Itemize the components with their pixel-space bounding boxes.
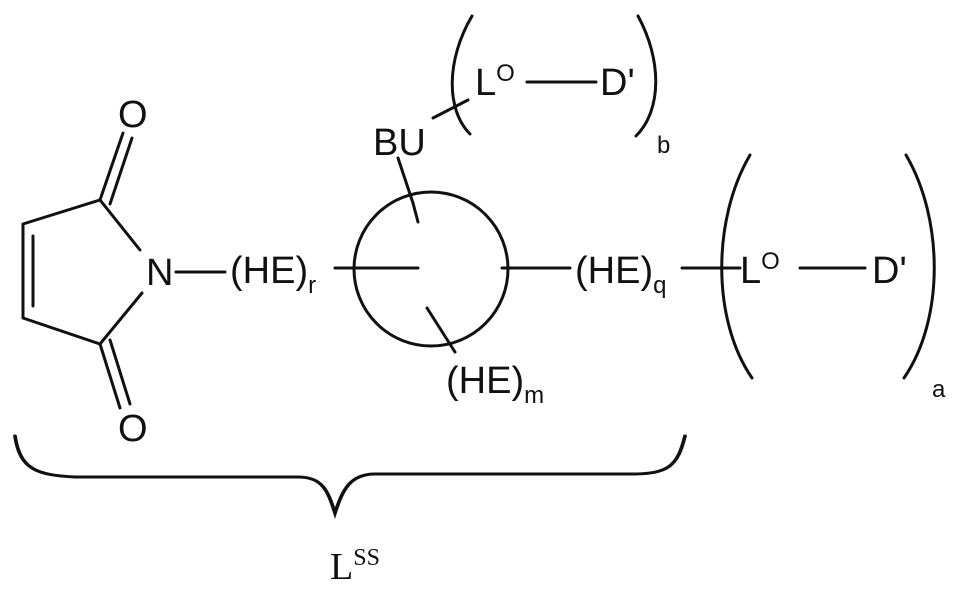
he-q-subscript: q bbox=[653, 272, 667, 299]
he-r-subscript: r bbox=[308, 272, 317, 299]
branch-subscript-b: b bbox=[657, 132, 671, 159]
linker-he-q: (HE)q bbox=[575, 250, 666, 298]
oxygen-bottom-label: O bbox=[118, 408, 148, 450]
linker-he-r: (HE)r bbox=[230, 250, 316, 298]
oxygen-top-label: O bbox=[118, 94, 148, 136]
ring-bond-upper bbox=[21, 198, 142, 252]
ring-bond-lower bbox=[21, 291, 144, 346]
right-drug-label: D' bbox=[872, 250, 907, 292]
brace-label-lss: LSS bbox=[330, 545, 380, 588]
linker-he-m: (HE)m bbox=[446, 360, 544, 408]
right-linker-text: L bbox=[740, 250, 762, 292]
branch-linker-sup: O bbox=[496, 60, 515, 87]
branch-linker-lo: LO bbox=[475, 62, 515, 104]
right-linker-sup: O bbox=[761, 248, 780, 275]
he-r-text: (HE) bbox=[230, 250, 309, 292]
right-subscript-a: a bbox=[932, 376, 946, 403]
he-m-text: (HE) bbox=[446, 360, 525, 402]
right-linker-lo: LO bbox=[740, 250, 780, 292]
branch-unit-label: BU bbox=[373, 122, 426, 164]
he-q-text: (HE) bbox=[575, 250, 654, 292]
nitrogen-label: N bbox=[146, 252, 174, 294]
branch-drug-label: D' bbox=[600, 62, 635, 104]
lss-text: L bbox=[330, 546, 354, 588]
branch-linker-text: L bbox=[475, 62, 497, 104]
lss-sup: SS bbox=[353, 545, 380, 571]
he-m-subscript: m bbox=[524, 382, 545, 409]
